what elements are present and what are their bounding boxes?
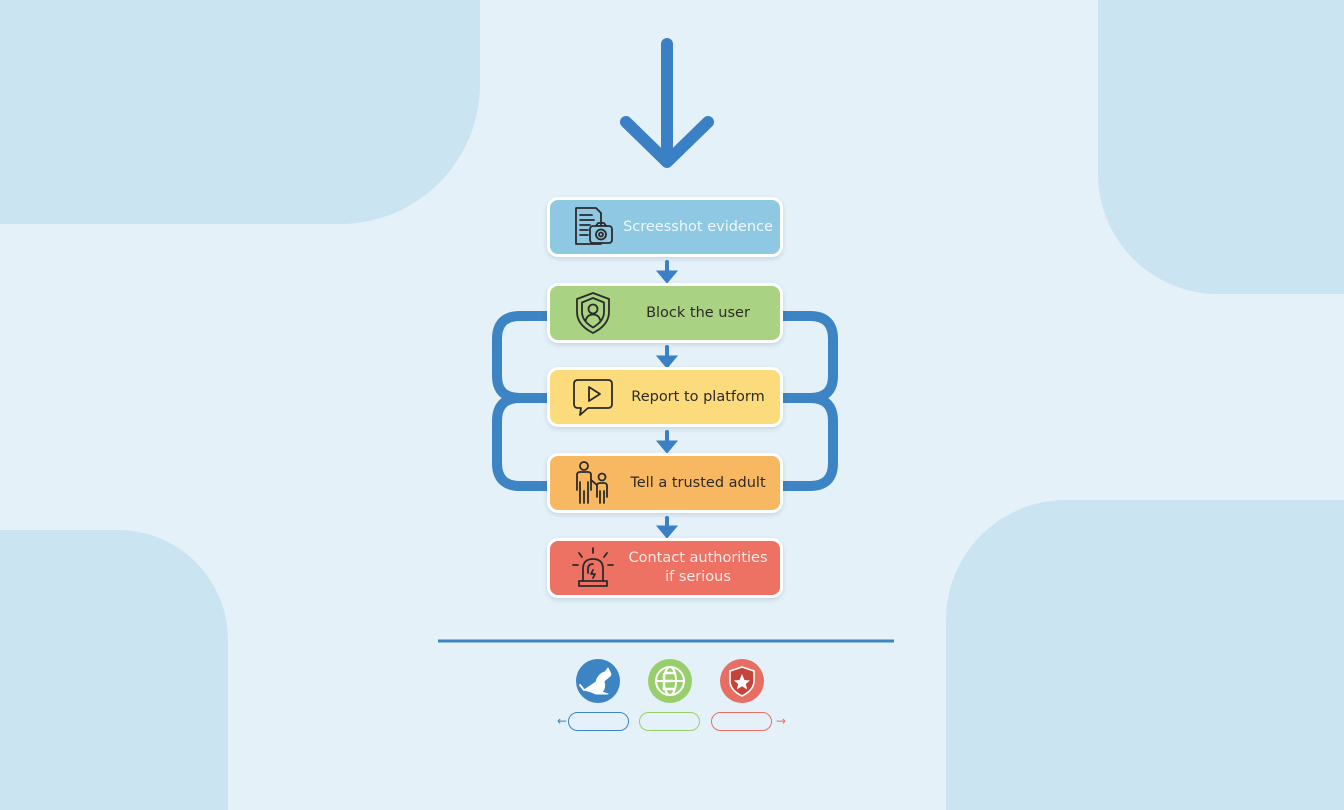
- step-arrow-3: [655, 430, 679, 454]
- step-label: Screesshot evidence: [622, 200, 774, 254]
- background-blob-bottom-left: [0, 530, 228, 810]
- step-label-line: if serious: [665, 569, 731, 585]
- step-label-line: Block the user: [646, 304, 750, 321]
- alarm-siren-icon: [572, 547, 614, 587]
- left-loop-connector: [492, 311, 552, 491]
- step-arrow-1: [655, 260, 679, 284]
- step-label: Block the user: [622, 286, 774, 340]
- adult-child-icon: [576, 461, 608, 504]
- flow-connectors: [438, 38, 894, 703]
- badge-police: [720, 659, 764, 703]
- pill-green: [639, 712, 700, 731]
- step-label: Tell a trusted adult: [622, 456, 774, 510]
- pill-blue: [568, 712, 629, 731]
- right-loop-connector: [783, 311, 838, 491]
- step-label: Contact authorities if serious: [622, 541, 774, 595]
- kangaroo-icon: [579, 667, 612, 695]
- step-tell-a-trusted-adult: Tell a trusted adult: [547, 453, 783, 513]
- background-blob-bottom-right: [946, 500, 1344, 810]
- step-screenshot-evidence: Screesshot evidence: [547, 197, 783, 257]
- background-blob-top-right: [1098, 0, 1344, 294]
- step-label-line: Contact authorities: [628, 550, 768, 566]
- badge-kangaroo: [576, 659, 620, 703]
- step-arrow-4: [655, 516, 679, 539]
- document-camera-icon: [575, 207, 613, 245]
- step-arrow-2: [655, 345, 679, 369]
- police-badge-icon: [729, 666, 755, 697]
- play-speech-bubble-icon: [573, 379, 613, 416]
- left-arrow-icon: ←: [557, 714, 568, 728]
- background-blob-top-left: [0, 0, 480, 224]
- right-arrow-icon: →: [776, 714, 787, 728]
- step-label-line: Screesshot evidence: [623, 218, 773, 235]
- step-contact-authorities: Contact authorities if serious: [547, 538, 783, 598]
- shield-user-icon: [576, 292, 610, 334]
- step-label-line: Report to platform: [631, 388, 765, 405]
- globe-e-icon: [655, 666, 685, 696]
- step-label: Report to platform: [622, 370, 774, 424]
- top-arrow: [620, 38, 714, 168]
- step-label-line: Tell a trusted adult: [630, 474, 766, 491]
- step-block-the-user: Block the user: [547, 283, 783, 343]
- step-report-to-platform: Report to platform: [547, 367, 783, 427]
- pill-red: [711, 712, 772, 731]
- badge-globe: [648, 659, 692, 703]
